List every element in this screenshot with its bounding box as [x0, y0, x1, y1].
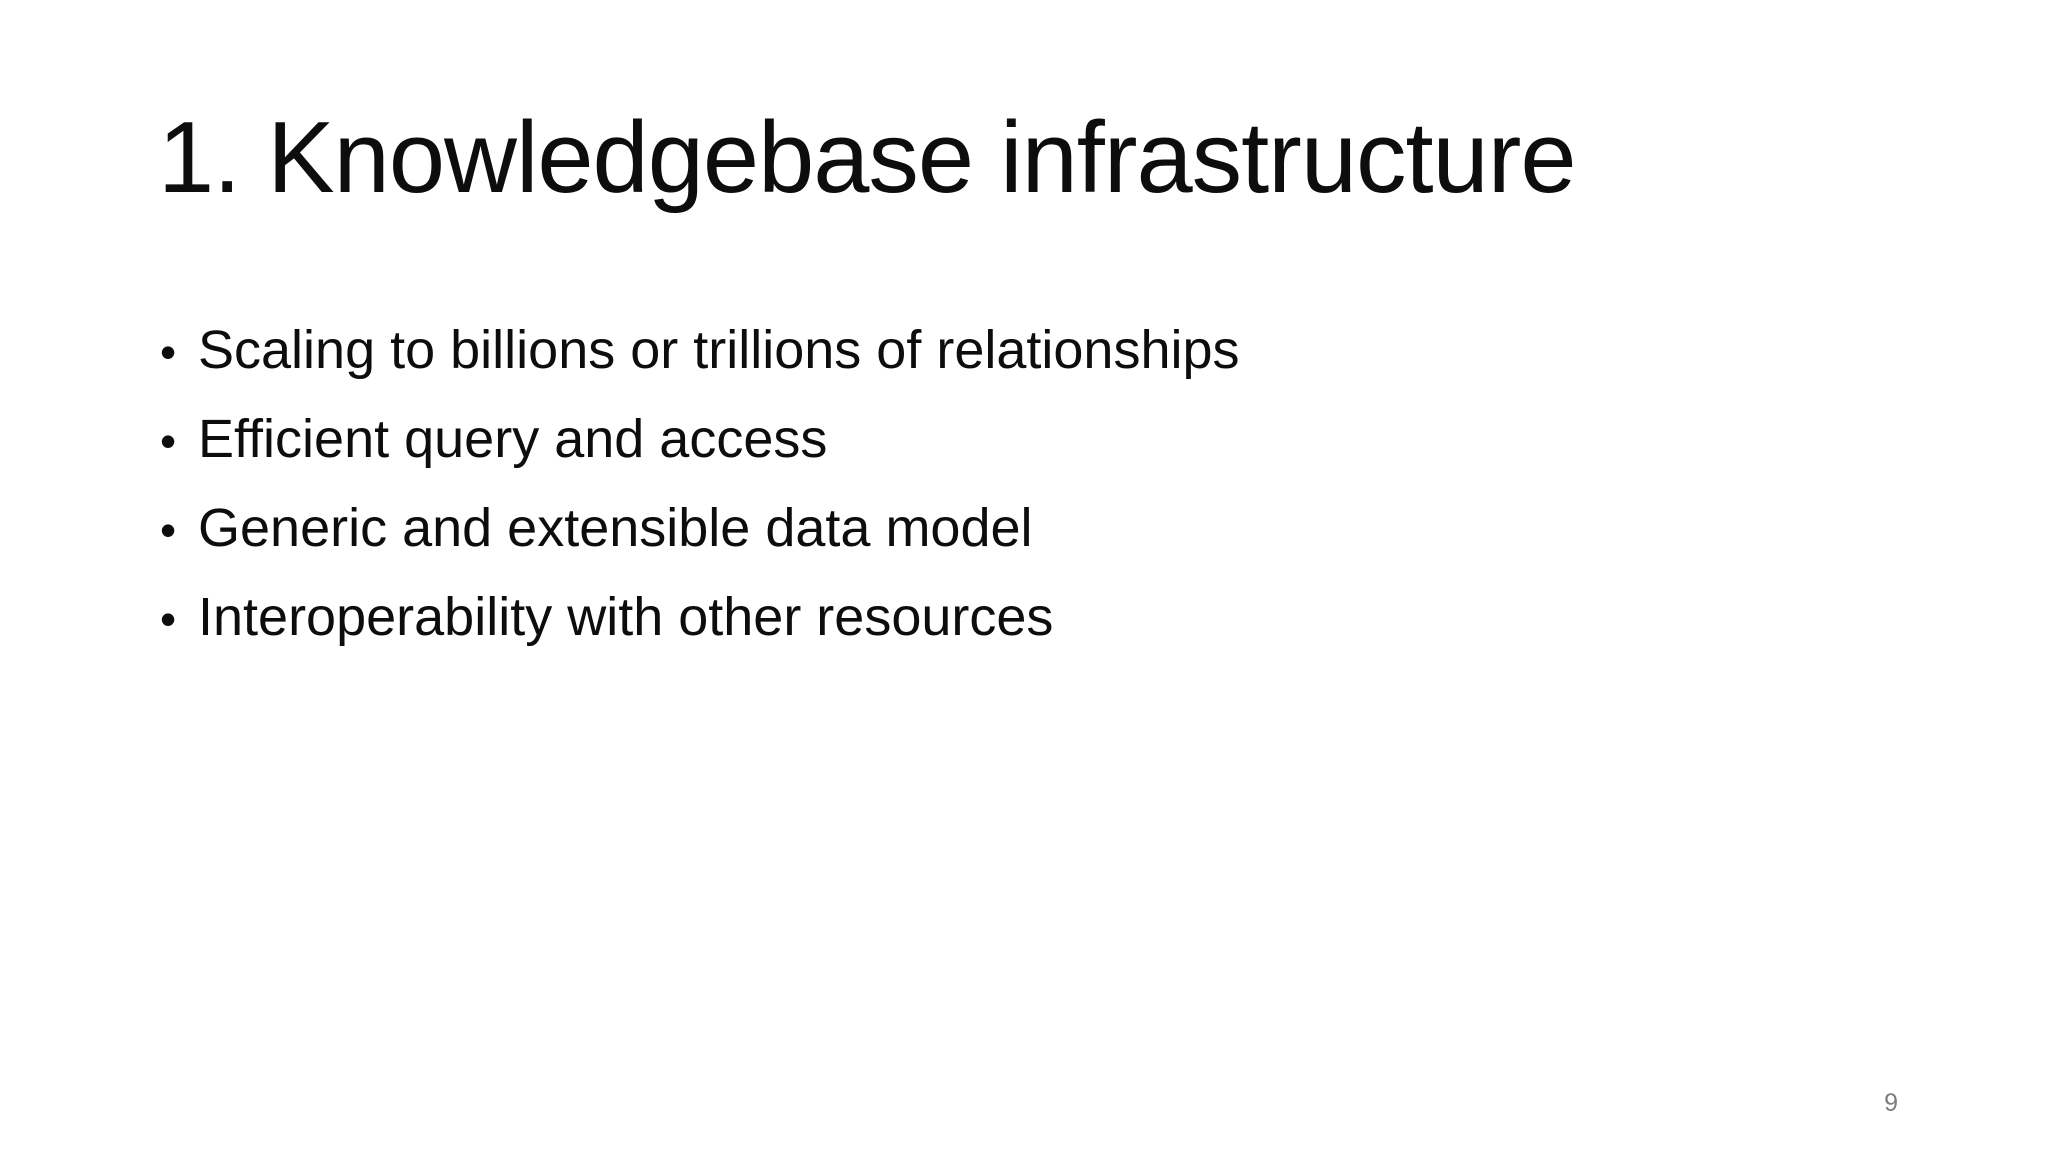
bullet-marker: • [160, 415, 177, 467]
bullet-list: • Scaling to billions or trillions of re… [160, 307, 1240, 663]
bullet-item: • Generic and extensible data model [160, 485, 1240, 574]
bullet-text: Interoperability with other resources [198, 587, 1054, 647]
bullet-item: • Efficient query and access [160, 396, 1240, 485]
bullet-item: • Scaling to billions or trillions of re… [160, 307, 1240, 396]
bullet-text: Efficient query and access [198, 409, 828, 469]
bullet-text: Scaling to billions or trillions of rela… [198, 320, 1240, 380]
page-number: 9 [1884, 1089, 1898, 1117]
bullet-marker: • [160, 593, 177, 645]
bullet-text: Generic and extensible data model [198, 498, 1033, 558]
bullet-item: • Interoperability with other resources [160, 574, 1240, 663]
slide-title: 1. Knowledgebase infrastructure [158, 102, 1577, 214]
bullet-marker: • [160, 504, 177, 556]
bullet-marker: • [160, 326, 177, 378]
